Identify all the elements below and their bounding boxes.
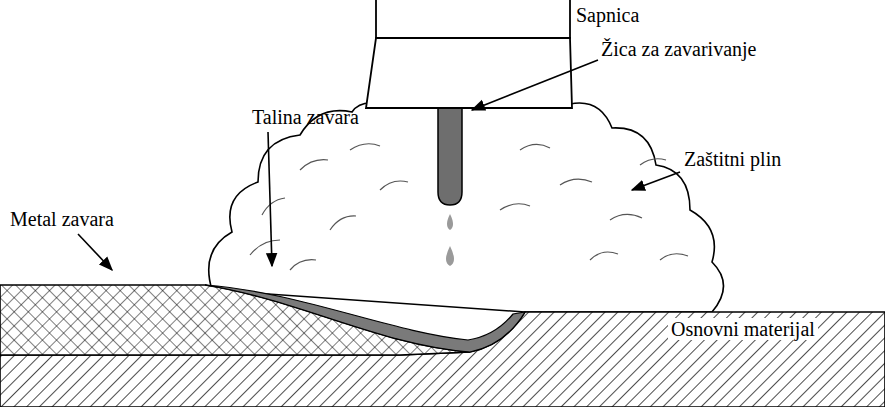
shielding-gas-cloud [209,103,724,312]
weld-metal [0,285,470,355]
part-label: Sapnica [576,4,639,26]
part-label: Osnovni materijal [668,318,818,340]
part-label: Metal zavara [10,208,114,230]
droplet [447,214,453,230]
part-label: Žica za zavarivanje [601,38,756,60]
gas-swirls [250,144,688,270]
welding-wire [438,104,462,205]
leader-lines [78,60,680,270]
part-label: Zaštitni plin [684,148,781,170]
droplet [446,246,454,266]
nozzle-body [376,0,570,38]
part-label: Talina zavara [252,106,359,128]
nozzle-tip [366,38,572,108]
weld-pool [205,285,525,352]
